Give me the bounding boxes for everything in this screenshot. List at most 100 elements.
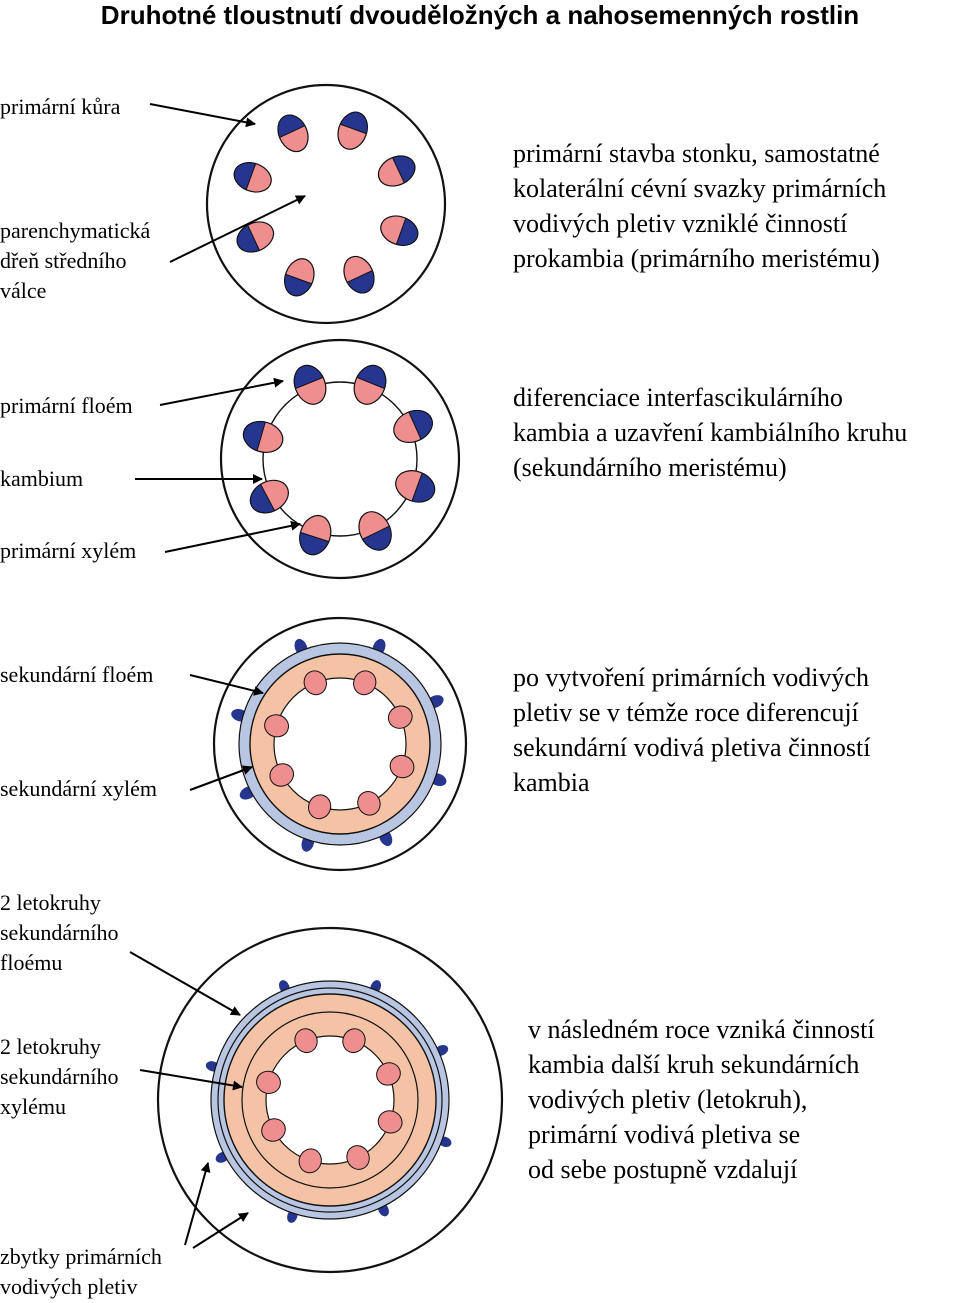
primary-xylem [377, 1110, 403, 1134]
arrow-sekundarni-floem [189, 674, 264, 696]
label-sekundarni-xylem: sekundární xylém [0, 776, 158, 801]
primary-xylem [308, 794, 332, 820]
primary-xylem [376, 1062, 401, 1086]
vascular-bundle [393, 409, 433, 443]
vascular-bundle [233, 162, 272, 193]
description-line: kambia a uzavření kambiálního kruhu [513, 418, 908, 447]
vascular-bundle [343, 255, 375, 294]
arrow-zbytky-2 [192, 1212, 249, 1249]
primary-xylem [387, 705, 413, 729]
label-kambium: kambium [0, 466, 84, 491]
description-panel-3: po vytvoření primárních vodivých pletiv … [513, 660, 870, 800]
description-line: prokambia (primárního meristému) [513, 244, 880, 273]
label-letokruhy-xylemu: 2 letokruhy sekundárního xylému [0, 1034, 119, 1119]
phloem [391, 155, 416, 184]
phloem [293, 365, 324, 390]
primary-xylem [353, 670, 377, 696]
description-line: diferenciace interfascikulárního [513, 383, 843, 412]
primary-xylem [294, 1028, 318, 1054]
label-primarni-xylem: primární xylém [0, 538, 137, 563]
phloem [236, 224, 261, 253]
phloem [395, 217, 419, 246]
vascular-bundle [284, 258, 315, 297]
primary-xylem [303, 670, 327, 696]
stem-primary-structure [205, 83, 447, 325]
primary-xylem [346, 1145, 370, 1170]
phloem [249, 483, 276, 514]
label-parenchymaticka-dren: parenchymatická dřeň středního válce [0, 218, 151, 303]
figure-title: Druhotné tloustnutí dvouděložných a naho… [100, 0, 860, 30]
primary-xylem [261, 1118, 286, 1142]
primary-xylem [264, 714, 289, 738]
primary-xylem [269, 763, 295, 787]
phloem [339, 111, 368, 135]
vascular-bundle [380, 215, 419, 246]
description-line: od sebe postupně vzdalují [528, 1155, 798, 1184]
label-primarni-floem: primární floém [0, 393, 133, 418]
vascular-bundle [377, 155, 416, 187]
arrow-primarni-xylem [164, 520, 301, 553]
vascular-bundle [293, 364, 327, 405]
pith [273, 677, 407, 811]
stem-two-growth-rings [156, 926, 504, 1274]
arrow-primarni-kura [149, 103, 256, 128]
stem-secondary-growth [212, 616, 468, 872]
description-line: po vytvoření primárních vodivých [513, 663, 869, 692]
phloem [411, 472, 436, 503]
description-line: pletiv se v témže roce diferencují [513, 698, 859, 727]
label-zbytky-primarnich: zbytky primárních vodivých pletiv [0, 1244, 162, 1299]
phloem [408, 410, 433, 440]
description-line: kolaterální cévní svazky primárních [513, 174, 887, 203]
description-line: vodivých pletiv (letokruh), [528, 1085, 808, 1114]
stem-outline [219, 338, 461, 580]
vascular-bundle [358, 511, 392, 551]
phloem [284, 273, 313, 297]
stem-outline [205, 83, 447, 325]
label-letokruhy-floemu: 2 letokruhy sekundárního floému [0, 890, 119, 975]
arrows [129, 103, 306, 1249]
description-panel-4: v následném roce vzniká činností kambia … [528, 1012, 875, 1187]
phloem [356, 365, 387, 390]
label-primarni-kura: primární kůra [0, 94, 121, 119]
arrow-letokruhy-xylemu [139, 1069, 243, 1091]
primary-xylem [342, 1028, 366, 1054]
primary-xylem [256, 1070, 281, 1094]
description-panel-2: diferenciace interfascikulárního kambia … [513, 380, 907, 485]
arrow-primarni-floem [159, 377, 284, 406]
description-line: primární vodivá pletiva se [528, 1120, 801, 1149]
primary-xylem [298, 1148, 322, 1174]
arrow-zbytky-1 [184, 1162, 211, 1246]
phloem [242, 421, 266, 452]
description-line: v následném roce vzniká činností [528, 1015, 875, 1044]
arrow-sekundarni-xylem [189, 765, 253, 791]
vascular-bundle [353, 364, 387, 405]
description-panel-1: primární stavba stonku, samostatné kolat… [513, 136, 886, 276]
phloem [233, 162, 257, 191]
pith [265, 1035, 395, 1165]
description-line: kambia další kruh sekundárních [528, 1050, 860, 1079]
phloem [361, 525, 392, 551]
stem-cambium-ring [219, 338, 461, 580]
arrow-letokruhy-floemu [129, 951, 241, 1016]
vascular-bundle [395, 470, 436, 503]
description-line: kambia [513, 768, 590, 797]
vascular-bundle [242, 420, 284, 453]
cambium-ring [262, 381, 418, 537]
description-line: sekundární vodivá pletiva činností [513, 733, 871, 762]
label-sekundarni-floem: sekundární floém [0, 662, 154, 687]
phloem [299, 531, 330, 556]
primary-xylem [389, 754, 415, 779]
phloem [277, 114, 306, 139]
vascular-bundle [277, 114, 309, 153]
arrow-dren [169, 195, 306, 263]
vascular-bundle [299, 514, 332, 556]
description-line: primární stavba stonku, samostatné [513, 139, 880, 168]
description-line: (sekundárního meristému) [513, 453, 787, 482]
vascular-bundle [337, 111, 368, 150]
description-line: vodivých pletiv vzniklé činností [513, 209, 848, 238]
phloem [346, 269, 375, 294]
primary-xylem [357, 791, 381, 816]
vascular-bundle [249, 479, 289, 514]
